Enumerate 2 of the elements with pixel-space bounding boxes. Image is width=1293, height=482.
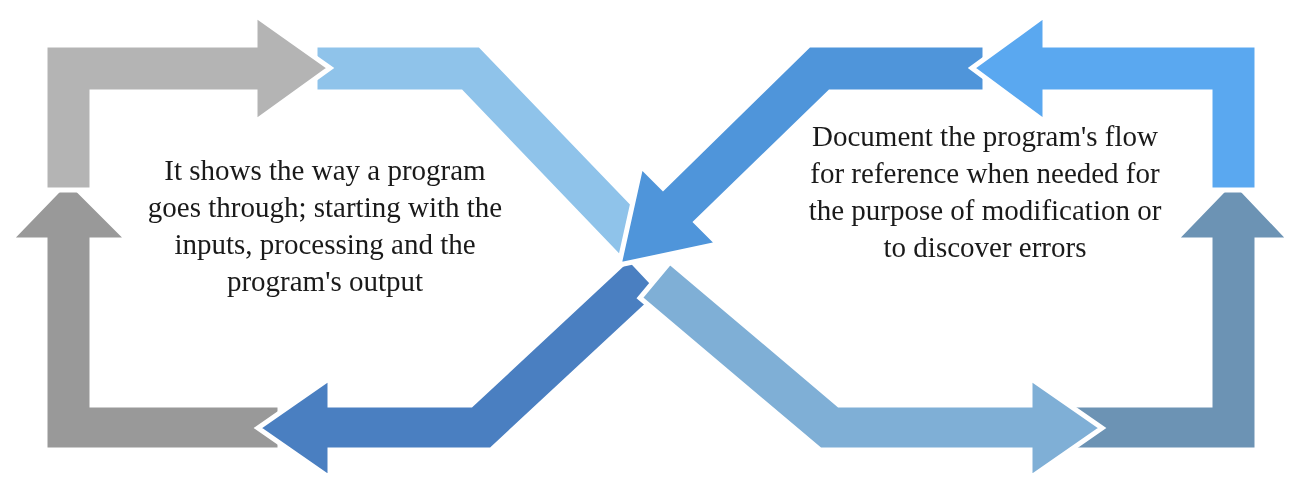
description-text: It shows the way a program goes through; starting with the inputs, processing and the program's output (146, 153, 504, 299)
description-text: Document the program's flow for reference when needed for the purpose of modification or to discover errors (807, 119, 1163, 265)
